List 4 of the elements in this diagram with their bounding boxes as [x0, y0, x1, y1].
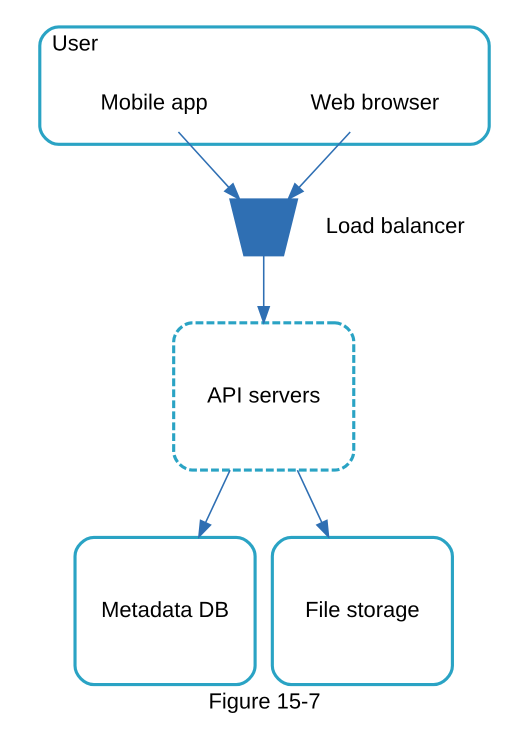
- caption: Figure 15-7: [208, 688, 321, 714]
- node-text: Web browser: [310, 89, 440, 114]
- node-text: Mobile app: [100, 89, 208, 114]
- node-label: Load balancer: [326, 213, 465, 238]
